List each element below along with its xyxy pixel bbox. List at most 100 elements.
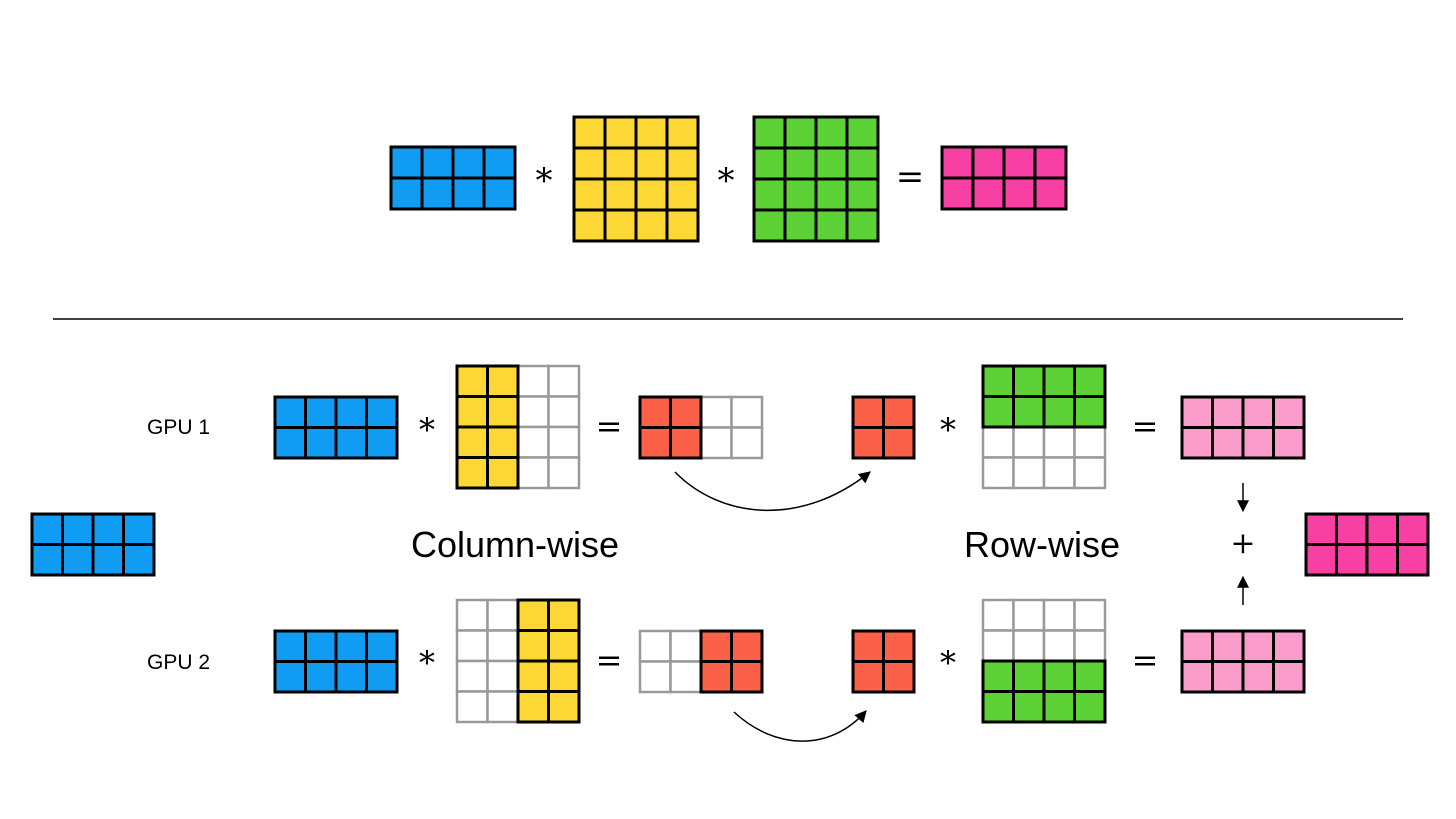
gpu1-input-matrix [273,395,399,460]
matrix-cell-filled [1002,176,1037,211]
gpu2-partial-output [1180,629,1306,694]
matrix-cell-filled [455,395,489,429]
matrix-cell-empty [1012,598,1046,632]
final-output-matrix [1304,512,1430,577]
matrix-cell-filled [1012,395,1046,429]
equals-operator: = [1132,407,1159,445]
matrix-cell-filled [882,426,916,460]
matrix-cell-filled [603,208,638,243]
matrix-cell-filled [61,512,95,546]
matrix-cell-empty [1012,629,1046,663]
matrix-cell-filled [603,177,638,212]
matrix-cell-filled [851,660,885,694]
matrix-cell-filled [91,543,125,577]
matrix-cell-empty [516,364,550,398]
matrix-cell-empty [981,425,1015,459]
output-matrix-y [940,145,1068,211]
matrix-cell-filled [1365,543,1399,577]
matrix-cell-filled [1073,690,1107,724]
matrix-cell-filled [1211,426,1245,460]
matrix-cell-filled [1012,364,1046,398]
matrix-cell-empty [1073,598,1107,632]
matrix-cell-filled [420,145,455,180]
gpu1-intermediate-copy [851,395,916,460]
multiply-operator: * [419,644,435,682]
matrix-cell-filled [851,426,885,460]
matrix-cell-filled [882,660,916,694]
matrix-cell-filled [1335,512,1369,546]
matrix-cell-empty [669,660,703,694]
matrix-cell-filled [603,146,638,181]
matrix-cell-filled [730,660,764,694]
matrix-cell-filled [486,425,520,459]
matrix-cell-filled [273,426,307,460]
matrix-cell-empty [547,364,581,398]
matrix-cell-empty [1042,425,1076,459]
weight-matrix-a [572,115,700,243]
matrix-cell-filled [845,146,880,181]
matrix-cell-filled [1211,660,1245,694]
matrix-cell-empty [981,598,1015,632]
matrix-cell-filled [304,426,338,460]
input-matrix-x [389,145,517,211]
gpu1-label: GPU 1 [147,416,210,439]
gpu1-partial-output [1180,395,1306,460]
matrix-cell-filled [273,660,307,694]
matrix-cell-filled [752,177,787,212]
matrix-cell-filled [634,146,669,181]
equals-operator: = [596,641,623,679]
matrix-cell-filled [1180,660,1214,694]
multiply-operator: * [940,411,956,449]
matrix-cell-filled [1180,426,1214,460]
gpu2-transfer-arrow [733,710,867,742]
matrix-cell-filled [61,543,95,577]
matrix-cell-filled [699,629,733,663]
matrix-cell-filled [638,395,672,429]
matrix-cell-filled [516,690,550,724]
matrix-cell-empty [1012,456,1046,490]
matrix-cell-empty [1073,629,1107,663]
matrix-cell-filled [122,543,156,577]
matrix-cell-filled [1241,660,1275,694]
matrix-cell-filled [273,629,307,663]
matrix-cell-filled [981,659,1015,693]
matrix-cell-filled [814,115,849,150]
matrix-cell-empty [1042,456,1076,490]
matrix-cell-filled [1012,659,1046,693]
matrix-cell-filled [845,208,880,243]
matrix-cell-filled [634,115,669,150]
matrix-cell-filled [1012,690,1046,724]
matrix-cell-filled [486,395,520,429]
matrix-cell-filled [1033,176,1068,211]
matrix-cell-filled [451,145,486,180]
matrix-cell-filled [1304,512,1338,546]
matrix-cell-filled [882,629,916,663]
matrix-cell-filled [669,426,703,460]
matrix-cell-filled [1272,660,1306,694]
gpu2-intermediate-result [638,629,764,694]
matrix-cell-filled [981,395,1015,429]
matrix-cell-filled [940,145,975,180]
gpu2-weight-a-column-shard [455,598,581,724]
matrix-cell-filled [516,598,550,632]
matrix-cell-empty [1042,598,1076,632]
equals-operator: = [596,407,623,445]
matrix-cell-empty [455,690,489,724]
matrix-cell-filled [638,426,672,460]
matrix-cell-filled [334,629,368,663]
matrix-cell-empty [486,629,520,663]
matrix-cell-filled [1272,426,1306,460]
matrix-cell-filled [940,176,975,211]
matrix-cell-filled [30,543,64,577]
matrix-cell-empty [638,660,672,694]
matrix-cell-filled [814,146,849,181]
matrix-cell-filled [334,426,368,460]
matrix-cell-filled [669,395,703,429]
matrix-cell-empty [981,456,1015,490]
matrix-cell-empty [547,425,581,459]
matrix-cell-filled [1211,395,1245,429]
multiply-operator: * [536,161,553,201]
gpu2-weight-b-row-shard [981,598,1107,724]
matrix-cell-filled [981,364,1015,398]
plus-operator: + [1230,526,1255,561]
